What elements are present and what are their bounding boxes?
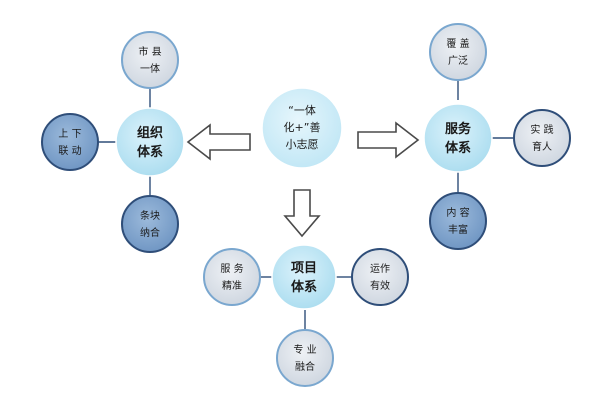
service-node-circle <box>423 103 493 173</box>
org-top-node: 市 县 一体 <box>121 31 179 89</box>
service-top-line-1: 覆 盖 <box>446 37 469 50</box>
org-top-node-circle <box>121 31 179 89</box>
org-bottom-line-2: 纳合 <box>140 226 160 239</box>
org-bottom-node-circle <box>121 195 179 253</box>
center-line-3: 小志愿 <box>286 138 319 151</box>
project-right-line-1: 运作 <box>370 263 390 275</box>
org-node: 组织 体系 <box>115 107 185 177</box>
project-node: 项目 体系 <box>271 244 337 310</box>
service-bottom-line-1: 内 容 <box>446 206 469 219</box>
project-line-1: 项目 <box>291 261 317 276</box>
org-line-2: 体系 <box>137 144 163 160</box>
center-line-1: “一体 <box>288 103 316 117</box>
service-right-line-2: 育人 <box>532 140 552 153</box>
project-bottom-node-circle <box>276 329 334 387</box>
service-bottom-node-circle <box>429 192 487 250</box>
service-top-line-2: 广泛 <box>448 55 468 67</box>
center-node-circle <box>261 87 343 169</box>
project-left-line-1: 服 务 <box>220 262 243 275</box>
org-left-node: 上 下 联 动 <box>41 113 99 171</box>
service-line-2: 体系 <box>445 140 471 156</box>
center-node: “一体 化+”善 小志愿 <box>261 87 343 169</box>
service-top-node-circle <box>429 23 487 81</box>
service-bottom-node: 内 容 丰富 <box>429 192 487 250</box>
arrow-down-to-project <box>283 189 321 238</box>
project-line-2: 体系 <box>291 279 317 295</box>
project-left-node-circle <box>203 248 261 306</box>
org-bottom-line-1: 条块 <box>140 209 160 222</box>
center-line-2: 化+”善 <box>284 120 321 134</box>
service-right-line-1: 实 践 <box>530 123 553 136</box>
service-top-node: 覆 盖 广泛 <box>429 23 487 81</box>
org-left-node-circle <box>41 113 99 171</box>
service-bottom-line-2: 丰富 <box>448 223 468 236</box>
org-bottom-node: 条块 纳合 <box>121 195 179 253</box>
project-bottom-node: 专 业 融合 <box>276 329 334 387</box>
org-left-line-1: 上 下 <box>58 128 81 140</box>
service-node: 服务 体系 <box>423 103 493 173</box>
org-top-line-1: 市 县 <box>138 45 161 58</box>
connector-lines <box>98 80 514 330</box>
service-right-node-circle <box>513 109 571 167</box>
project-bottom-line-2: 融合 <box>295 360 315 373</box>
arrow-right-to-service <box>357 121 420 159</box>
project-left-node: 服 务 精准 <box>203 248 261 306</box>
org-node-circle <box>115 107 185 177</box>
project-right-node-circle <box>351 248 409 306</box>
org-left-line-2: 联 动 <box>58 145 81 157</box>
arrow-left-to-org <box>186 123 251 161</box>
service-right-node: 实 践 育人 <box>513 109 571 167</box>
project-right-node: 运作 有效 <box>351 248 409 306</box>
service-line-1: 服务 <box>445 121 472 137</box>
project-right-line-2: 有效 <box>370 279 390 292</box>
project-node-circle <box>271 244 337 310</box>
org-line-1: 组织 <box>137 125 163 141</box>
project-bottom-line-1: 专 业 <box>293 343 316 356</box>
project-left-line-2: 精准 <box>222 279 242 292</box>
org-top-line-2: 一体 <box>140 63 160 75</box>
